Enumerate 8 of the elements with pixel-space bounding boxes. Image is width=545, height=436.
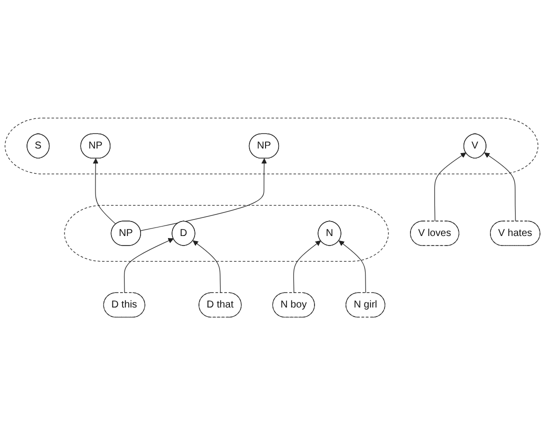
arrow bbox=[484, 152, 516, 222]
arrow bbox=[124, 238, 174, 294]
arrow bbox=[140, 158, 267, 232]
arrow bbox=[434, 152, 466, 222]
arrow bbox=[338, 240, 366, 294]
arrow bbox=[92, 158, 116, 225]
arrow bbox=[293, 240, 321, 294]
arrow bbox=[192, 240, 221, 294]
